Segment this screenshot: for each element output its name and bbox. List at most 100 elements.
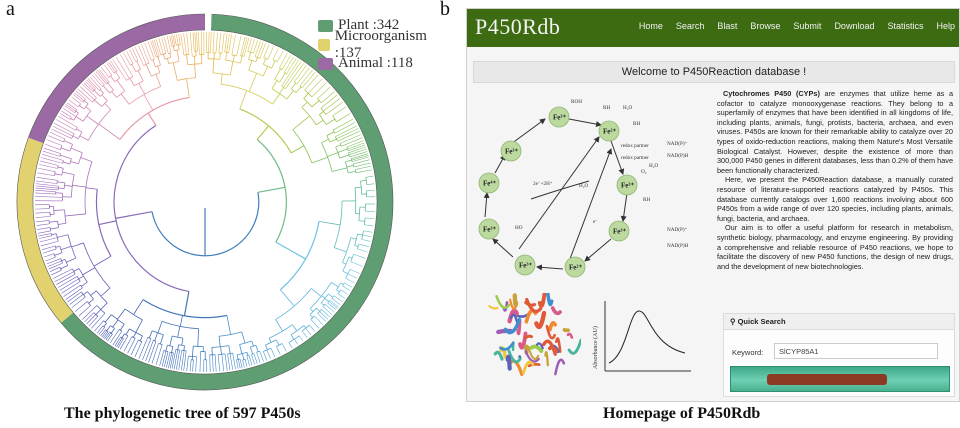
ring-segment-plant — [60, 14, 393, 390]
tree-branch — [111, 91, 117, 98]
tree-branch — [225, 52, 228, 61]
tree-branch — [83, 242, 111, 289]
protein-ribbon — [546, 293, 554, 307]
tree-branch — [342, 282, 345, 287]
tree-branch — [82, 267, 96, 276]
tree-branch — [301, 107, 317, 126]
tree-branch — [355, 186, 362, 189]
tree-branch — [325, 102, 343, 115]
fe-node-label: Fe³⁺ — [553, 114, 566, 122]
fe-node-label: Fe²⁺ — [569, 264, 582, 272]
protein-ribbon — [527, 345, 540, 360]
tree-branch — [61, 168, 64, 176]
tree-branch — [115, 211, 153, 219]
tree-branch — [354, 169, 357, 173]
tree-branch — [113, 124, 189, 293]
tree-branch — [36, 176, 58, 181]
tree-branch — [153, 39, 160, 57]
tree-branch — [61, 259, 66, 262]
tree-branch — [173, 46, 175, 51]
nav-browse[interactable]: Browse — [750, 21, 781, 31]
tree-branch — [314, 315, 323, 325]
tree-branch — [311, 82, 327, 98]
tree-branch — [218, 32, 222, 53]
nav-help[interactable]: Help — [936, 21, 955, 31]
nav-statistics[interactable]: Statistics — [887, 21, 924, 31]
tree-branch — [275, 288, 312, 320]
tree-branch — [61, 110, 72, 118]
tree-branch — [93, 255, 112, 267]
nav-download[interactable]: Download — [834, 21, 875, 31]
tree-branch — [292, 129, 313, 164]
tree-branch — [353, 253, 366, 259]
tree-branch — [346, 164, 354, 168]
tree-branch — [285, 63, 304, 89]
tree-branch — [291, 82, 296, 90]
tree-branch — [53, 268, 73, 279]
tree-branch — [348, 144, 366, 152]
tree-branch — [263, 44, 270, 58]
tree-branch — [301, 72, 316, 88]
legend-item-animal: Animal :118 — [318, 54, 430, 73]
tree-branch — [348, 256, 353, 259]
tree-branch — [178, 350, 183, 370]
keyword-input[interactable] — [774, 343, 938, 359]
tree-branch — [51, 269, 62, 276]
nav-search[interactable]: Search — [675, 21, 705, 31]
tree-branch — [35, 190, 56, 193]
tree-branch — [77, 88, 93, 103]
tree-branch — [98, 123, 121, 140]
nav-submit[interactable]: Submit — [793, 21, 822, 31]
p450rdb-homepage: P450Rdb Home Search Blast Browse Submit … — [466, 8, 960, 402]
tree-branch — [336, 282, 342, 291]
tree-branch — [152, 40, 158, 57]
tree-branch — [326, 118, 336, 125]
nav-blast[interactable]: Blast — [717, 21, 738, 31]
tree-branch — [335, 136, 338, 142]
tree-branch — [282, 55, 292, 70]
tree-branch — [209, 354, 211, 372]
tree-branch — [77, 103, 81, 108]
tree-branch — [350, 261, 363, 267]
tree-branch — [186, 32, 190, 55]
tree-branch — [362, 234, 372, 238]
tree-branch — [303, 325, 307, 329]
cycle-annotation: ROH — [571, 99, 582, 105]
tree-branch — [324, 298, 329, 302]
tree-branch — [324, 304, 335, 313]
quick-search-button[interactable] — [730, 366, 950, 392]
tree-branch — [228, 345, 231, 354]
tree-branch — [111, 314, 125, 325]
tree-branch — [275, 241, 306, 260]
tree-branch — [334, 247, 347, 253]
tree-branch — [344, 282, 353, 288]
cycle-annotation: 2e⁻+2H⁺ — [533, 181, 553, 187]
fe-node — [478, 218, 500, 240]
tree-branch — [142, 299, 228, 319]
tree-branch — [346, 140, 364, 148]
tree-branch — [301, 330, 308, 338]
tree-branch — [351, 155, 369, 161]
tree-branch — [158, 38, 164, 55]
protein-ribbon — [499, 341, 515, 351]
tree-branch — [336, 289, 340, 293]
tree-branch — [60, 145, 63, 150]
nav-home[interactable]: Home — [638, 21, 663, 31]
tree-branch — [231, 34, 236, 55]
tree-branch — [251, 354, 255, 365]
tree-branch — [250, 346, 253, 355]
tree-branch — [247, 50, 254, 54]
tree-branch — [94, 320, 104, 332]
tree-branch — [83, 82, 93, 92]
tree-branch — [38, 233, 52, 237]
tree-branch — [345, 277, 355, 284]
tree-branch — [155, 39, 162, 55]
tree-branch — [319, 114, 327, 125]
tree-branch — [36, 220, 50, 223]
tree-branch — [57, 181, 65, 184]
tree-branch — [177, 344, 180, 350]
ring-border — [60, 13, 394, 391]
site-logo[interactable]: P450Rdb — [475, 14, 561, 39]
tree-branch — [57, 234, 69, 238]
tree-branch — [54, 173, 62, 176]
